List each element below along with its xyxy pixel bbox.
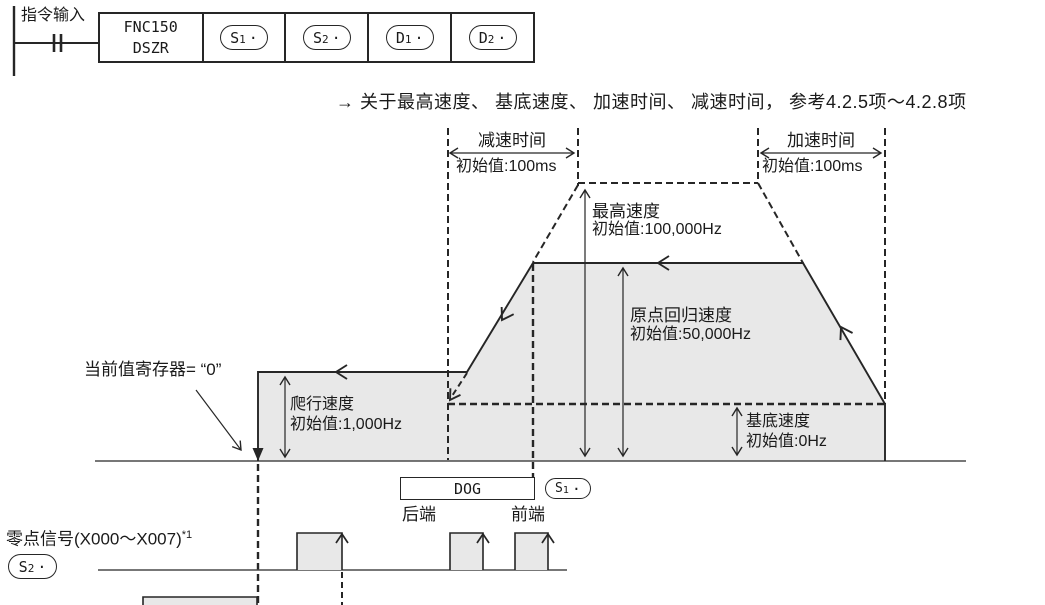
decel-slope-arrow — [500, 306, 515, 322]
zero-signal-pulse-2 — [449, 532, 484, 570]
dashed-decel-end-arrow — [448, 388, 461, 402]
instruction-input-label: 指令输入 — [21, 7, 86, 24]
reference-note: → 关于最高速度、 基底速度、 加速时间、 减速时间， 参考4.2.5项～4.2… — [336, 92, 967, 112]
accel-time-label: 加速时间 — [787, 131, 855, 150]
measure-arrows — [195, 147, 883, 459]
motion-arrows — [334, 255, 854, 402]
fnc-code: FNC150 — [123, 18, 178, 37]
decel-slope-lower-dashed — [451, 372, 468, 397]
ladder-rail-and-contact — [12, 6, 98, 76]
zero-signal-footnote-mark: *1 — [181, 529, 193, 541]
return-speed-initial-value: 初始值:50,000Hz — [630, 326, 751, 343]
current-value-pointer-arrow — [195, 389, 242, 452]
dog-box: DOG — [400, 477, 535, 500]
decel-time-initial-value: 初始值:100ms — [456, 158, 557, 175]
max-speed-initial-value: 初始值:100,000Hz — [592, 221, 722, 238]
decel-time-label: 减速时间 — [478, 131, 546, 150]
dog-rear-end-label: 后端 — [402, 505, 436, 524]
zero-signal-waveform — [98, 532, 567, 605]
fnc-name-cell: FNC150 DSZR — [100, 14, 202, 61]
accel-slope-upper-dashed — [757, 182, 804, 264]
current-value-register-label: 当前值寄存器= “0” — [84, 360, 222, 379]
dashed-lines — [256, 128, 886, 605]
return-speed-label: 原点回归速度 — [630, 306, 732, 325]
creep-speed-initial-value: 初始值:1,000Hz — [290, 416, 403, 433]
pulse-1-count-arrow — [335, 532, 349, 544]
zero-signal-label: 零点信号(X000～X007)*1 — [6, 529, 193, 549]
pulse-3-count-arrow — [541, 532, 555, 544]
base-speed-initial-value: 初始值:0Hz — [746, 433, 827, 450]
base-speed-label: 基底速度 — [746, 413, 811, 430]
accel-time-initial-value: 初始值:100ms — [762, 158, 863, 175]
accel-slope-arrow — [839, 325, 854, 341]
fnc-name: DSZR — [132, 38, 169, 57]
stop-arrowhead — [252, 448, 264, 461]
pulse-2-count-arrow — [476, 532, 490, 544]
decel-slope-upper-dashed — [532, 184, 579, 263]
creep-direction-arrow — [334, 364, 348, 380]
dog-front-end-label: 前端 — [511, 505, 545, 524]
zero-signal-pulse-3 — [514, 532, 549, 570]
creep-speed-label: 爬行速度 — [290, 396, 355, 413]
max-speed-label: 最高速度 — [592, 202, 660, 221]
lower-signal-partial-box — [142, 596, 258, 605]
zero-signal-pulse-1 — [296, 532, 343, 570]
return-direction-arrow — [656, 255, 670, 271]
speed-profile-fill — [258, 263, 885, 461]
